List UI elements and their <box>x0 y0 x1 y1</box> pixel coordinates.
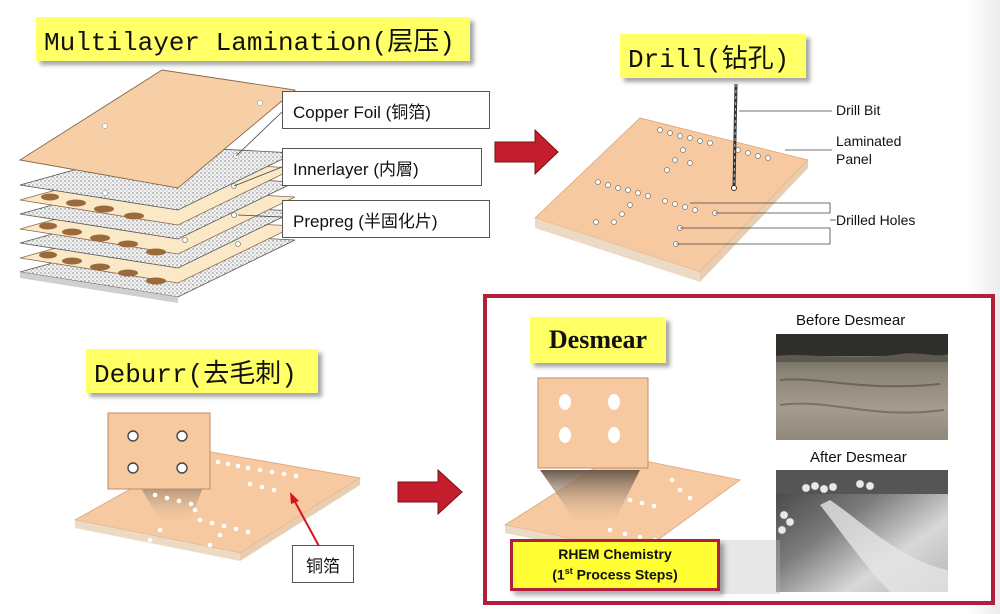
deburr-title: Deburr(去毛刺) <box>86 349 318 393</box>
sem-before-image <box>776 334 948 440</box>
copper-foil-label: Copper Foil (铜箔) <box>282 91 490 129</box>
innerlayer-label: Innerlayer (内層) <box>282 148 482 186</box>
rhem-line-1: RHEM Chemistry <box>558 546 672 563</box>
laminated-panel-label-1: Laminated <box>836 133 902 149</box>
rhem-chemistry-box: RHEM Chemistry (1st Process Steps) <box>510 539 720 591</box>
deburr-panel <box>73 412 362 561</box>
copper-pointer-label: 铜箔 <box>292 545 354 583</box>
sem-shadow <box>720 540 780 594</box>
lamination-stack <box>18 69 297 303</box>
desmear-title: Desmear <box>530 317 666 363</box>
drill-title: Drill(钻孔) <box>620 34 806 78</box>
drill-panel <box>534 83 836 282</box>
arrow-right-icon <box>494 128 559 176</box>
arrow-right-icon <box>397 468 463 516</box>
drill-bit-icon <box>731 83 738 191</box>
sem-after-image <box>776 470 948 592</box>
copper-foil-layer <box>18 69 297 196</box>
after-desmear-label: After Desmear <box>810 449 907 466</box>
lamination-title: Multilayer Lamination(层压) <box>36 17 470 61</box>
before-desmear-label: Before Desmear <box>796 312 906 329</box>
rhem-line-2: (1st Process Steps) <box>552 566 678 583</box>
laminated-panel-label-2: Panel <box>836 151 872 167</box>
innerlayer-pads <box>39 193 166 285</box>
prepreg-label: Prepreg (半固化片) <box>282 200 490 238</box>
drilled-holes-label: Drilled Holes <box>836 212 916 228</box>
drill-bit-label: Drill Bit <box>836 102 881 118</box>
